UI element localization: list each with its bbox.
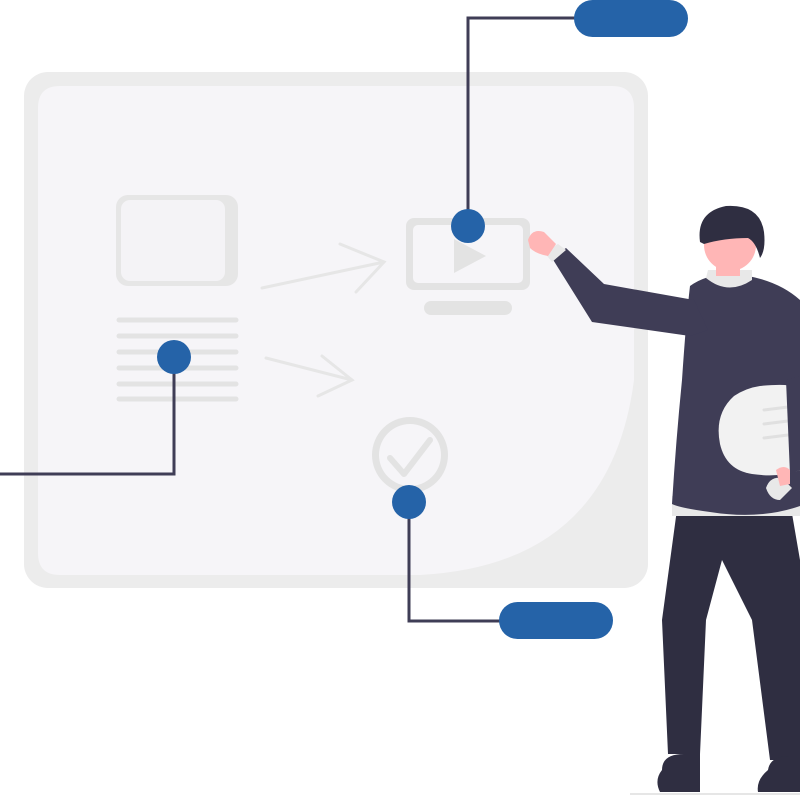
connector-left — [0, 357, 176, 476]
whiteboard-panel — [38, 86, 634, 575]
video-play-icon — [406, 218, 530, 315]
connector-top — [466, 16, 580, 226]
top-pill — [574, 0, 688, 37]
marker-dot-check — [392, 485, 426, 519]
person-shoe-left — [657, 754, 700, 792]
image-placeholder-icon — [116, 195, 238, 286]
marker-dot-text — [157, 340, 191, 374]
person-arm — [552, 248, 708, 336]
arrow-down-right-icon — [264, 354, 355, 398]
text-lines-icon — [116, 317, 239, 402]
person-cuff — [544, 244, 566, 262]
bottom-pill — [499, 602, 613, 639]
person-pants — [662, 502, 800, 760]
checkmark-circle-icon — [372, 417, 448, 493]
connector-bottom — [407, 502, 504, 623]
person-lower-arm — [786, 376, 800, 474]
person-hand-2 — [776, 467, 790, 486]
person-hand — [528, 231, 556, 256]
person-hair — [699, 205, 765, 258]
person-shoe-right — [757, 756, 800, 792]
marker-dot-video — [451, 209, 485, 243]
arrow-right-icon — [260, 242, 387, 294]
whiteboard — [24, 72, 648, 588]
person-figure — [528, 205, 800, 795]
connector-lines — [0, 16, 580, 623]
